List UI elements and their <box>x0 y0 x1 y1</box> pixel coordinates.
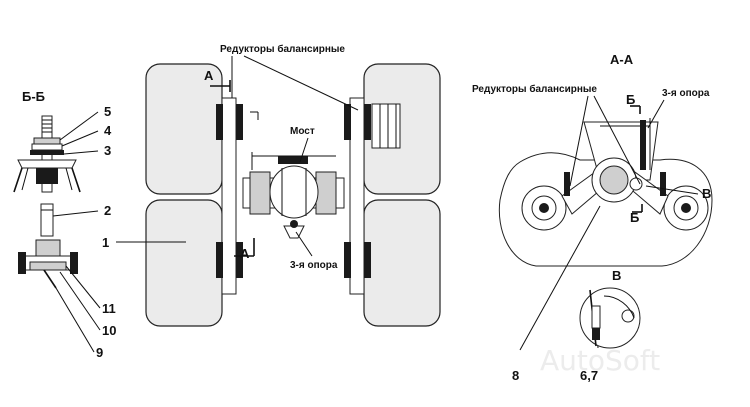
callout-1: 1 <box>102 235 109 250</box>
section-a-mark-bottom: А <box>240 246 250 261</box>
detail-v-title: В <box>612 268 621 283</box>
section-a-marks <box>210 80 259 257</box>
callout-11: 11 <box>102 301 116 316</box>
watermark: AutoSoft <box>540 344 660 377</box>
section-b-marks <box>630 105 643 213</box>
section-aa-drawing <box>498 118 713 267</box>
axle-assembly <box>242 152 345 239</box>
callout-8: 8 <box>512 368 519 383</box>
center-leaders <box>116 55 359 257</box>
label-balancer-reducers-top: Редукторы балансирные <box>220 43 345 55</box>
bb-leaders <box>52 111 101 353</box>
detail-v <box>579 287 641 349</box>
callout-4: 4 <box>104 123 112 138</box>
callout-6-7: 6,7 <box>580 368 598 383</box>
balancer-reducers-side <box>216 97 401 295</box>
label-third-support-mid: 3-я опора <box>290 260 338 271</box>
section-aa-title: А-А <box>610 52 634 67</box>
section-b-mark-bottom: Б <box>630 210 639 225</box>
text-labels: Б-Б 5 4 3 2 1 11 10 9 Редукторы балансир… <box>22 43 711 383</box>
callout-5: 5 <box>104 104 111 119</box>
section-a-mark-top: А <box>204 68 214 83</box>
aa-leaders <box>519 95 699 351</box>
view-v-mark: В <box>702 186 711 201</box>
label-axle: Мост <box>290 126 315 137</box>
callout-9: 9 <box>96 345 103 360</box>
section-bb-assembly <box>13 115 81 289</box>
label-balancer-reducers-right: Редукторы балансирные <box>472 83 597 95</box>
label-third-support-right: 3-я опора <box>662 88 710 99</box>
callout-3: 3 <box>104 143 111 158</box>
section-b-mark-top: Б <box>626 92 635 107</box>
callout-10: 10 <box>102 323 116 338</box>
tires <box>145 63 441 327</box>
callout-2: 2 <box>104 203 111 218</box>
section-bb-title: Б-Б <box>22 89 45 104</box>
